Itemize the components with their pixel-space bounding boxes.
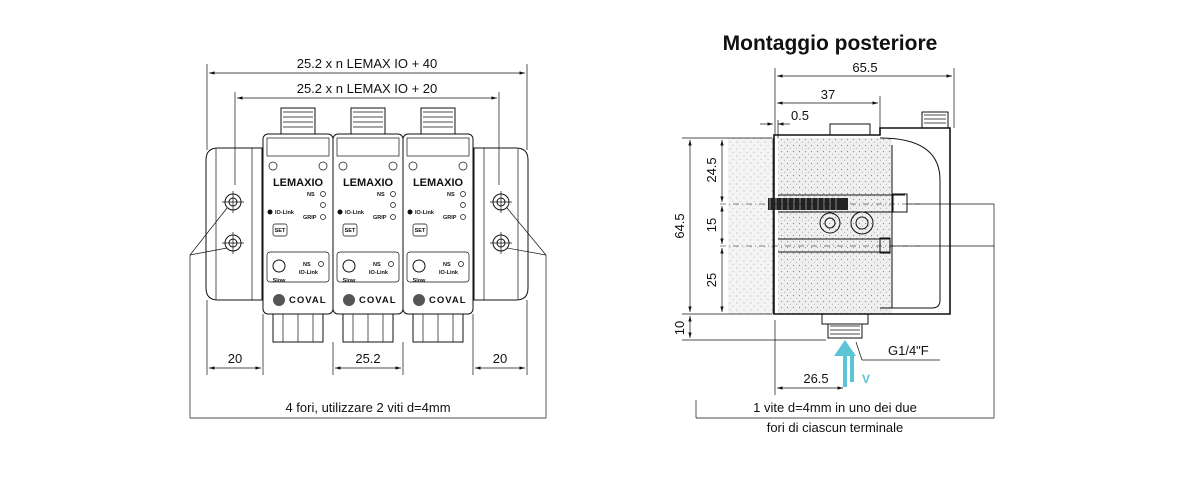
module-indicator-ns: NS	[447, 192, 455, 198]
dimension-26-5: 26.5	[774, 320, 843, 395]
front-view: 25.2 x n LEMAX IO + 40 25.2 x n LEMAX IO…	[189, 56, 547, 419]
module-iolink-label: IO-Link	[275, 210, 295, 216]
module-brand: LEMAXIO	[343, 177, 394, 189]
module-indicator-grip: GRIP	[443, 215, 457, 221]
dimension-inner-label: 25.2 x n LEMAX IO + 20	[297, 81, 438, 96]
screw-note-line2: fori di ciascun terminale	[767, 420, 904, 435]
side-view: Montaggio posteriore	[672, 32, 995, 435]
dimension-right-end: 20	[472, 300, 528, 375]
mounting-wall	[728, 138, 773, 314]
module-slow-label: Slow	[413, 278, 427, 284]
thread-label: G1/4"F	[888, 343, 929, 358]
device-body	[768, 111, 951, 339]
module-ns-label: NS	[373, 262, 381, 268]
module-iolink-short: IO-Link	[299, 270, 319, 276]
vacuum-symbol: V	[862, 372, 870, 386]
lemax-module-2: LEMAXIO NS GRIP IO-Link SET Slow NS IO-L…	[332, 107, 404, 343]
lemax-module-3: LEMAXIO NS GRIP IO-Link SET Slow NS IO-L…	[402, 107, 474, 343]
module-indicator-ns: NS	[307, 192, 315, 198]
module-set-button: SET	[275, 228, 286, 234]
module-iolink-label: IO-Link	[415, 210, 435, 216]
module-ns-label: NS	[443, 262, 451, 268]
vacuum-port-arrow: V	[834, 340, 870, 387]
thread-callout: G1/4"F	[855, 341, 940, 361]
dimension-05-label: 0.5	[791, 108, 809, 123]
module-brand: LEMAXIO	[413, 177, 464, 189]
dimension-37: 37	[777, 87, 881, 128]
dimension-width-label: 65.5	[852, 60, 877, 75]
dimension-15-label: 15	[704, 218, 719, 232]
module-logo: COVAL	[359, 295, 397, 306]
module-iolink-short: IO-Link	[439, 270, 459, 276]
lemax-module-1: LEMAXIO NS GRIP IO-Link SET Slow NS IO-L…	[262, 107, 334, 343]
dimension-37-label: 37	[821, 87, 835, 102]
dimension-05: 0.5	[760, 108, 809, 138]
dimension-10-label: 10	[672, 321, 687, 335]
module-iolink-label: IO-Link	[345, 210, 365, 216]
holes-leader: 4 fori, utilizzare 2 viti d=4mm	[189, 207, 547, 419]
module-ns-label: NS	[303, 262, 311, 268]
module-iolink-short: IO-Link	[369, 270, 389, 276]
dimension-10: 10	[672, 316, 826, 341]
dimension-pitch-label: 25.2	[355, 351, 380, 366]
module-set-button: SET	[415, 228, 426, 234]
dimension-overall-label: 25.2 x n LEMAX IO + 40	[297, 56, 438, 71]
module-slow-label: Slow	[343, 278, 357, 284]
right-end-block	[473, 147, 529, 301]
dimension-24-5-label: 24.5	[704, 157, 719, 182]
screw-note-line1: 1 vite d=4mm in uno dei due	[753, 400, 917, 415]
module-logo: COVAL	[429, 295, 467, 306]
holes-note: 4 fori, utilizzare 2 viti d=4mm	[285, 400, 450, 415]
rear-mount-title: Montaggio posteriore	[723, 32, 938, 55]
dimension-15: 15	[704, 206, 724, 244]
module-slow-label: Slow	[273, 278, 287, 284]
dimension-overall: 25.2 x n LEMAX IO + 40	[206, 56, 528, 150]
dimension-pitch: 25.2	[332, 342, 404, 375]
dimension-25-label: 25	[704, 273, 719, 287]
dimension-24-5: 24.5	[704, 140, 724, 202]
dimension-right-end-label: 20	[493, 351, 507, 366]
screw-note: 1 vite d=4mm in uno dei due fori di cias…	[695, 400, 994, 435]
dimension-left-end: 20	[206, 300, 264, 375]
module-indicator-grip: GRIP	[303, 215, 317, 221]
module-logo: COVAL	[289, 295, 327, 306]
dimension-inner: 25.2 x n LEMAX IO + 20	[234, 81, 500, 185]
dimension-width: 65.5	[774, 60, 955, 135]
dimension-26-5-label: 26.5	[803, 371, 828, 386]
module-indicator-ns: NS	[377, 192, 385, 198]
dimension-height-label: 64.5	[672, 213, 687, 238]
left-end-block	[205, 147, 263, 301]
module-brand: LEMAXIO	[273, 177, 324, 189]
dimension-left-end-label: 20	[228, 351, 242, 366]
dimension-25: 25	[704, 248, 724, 312]
module-set-button: SET	[345, 228, 356, 234]
dimension-height: 64.5	[672, 137, 772, 315]
module-indicator-grip: GRIP	[373, 215, 387, 221]
